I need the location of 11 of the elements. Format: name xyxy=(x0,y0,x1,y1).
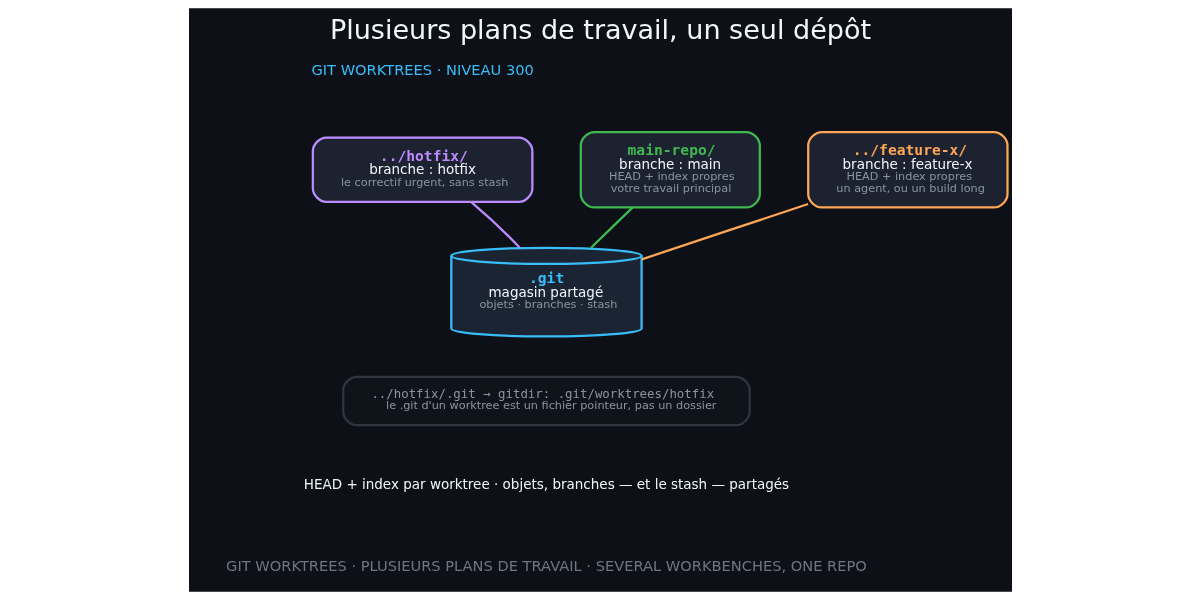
node-box: ../feature-x/ branche : feature-x HEAD + index propres un agent, ou un build long xyxy=(806,130,1009,209)
connector xyxy=(470,201,521,249)
node-box: ../hotfix/.git → gitdir: .git/worktrees/hotfix le .git d'un worktree est un fichier pointeur, pas un dossier xyxy=(341,375,751,427)
caption: GIT WORKTREES · PLUSIEURS PLANS DE TRAVAIL · SEVERAL WORKBENCHES, ONE REPO xyxy=(225,556,867,574)
label: GIT WORKTREES · NIVEAU 300 xyxy=(310,61,534,79)
connector xyxy=(640,202,808,261)
connector xyxy=(589,206,633,249)
node-box: main-repo/ branche : main HEAD + index propres votre travail principal xyxy=(579,130,761,209)
label: HEAD + index par worktree · objets, branches — et le stash — partagés xyxy=(303,476,789,493)
node-box: ../hotfix/ branche : hotfix le correctif urgent, sans stash xyxy=(311,136,533,203)
diagram-title: Plusieurs plans de travail, un seul dépôt xyxy=(329,13,871,45)
